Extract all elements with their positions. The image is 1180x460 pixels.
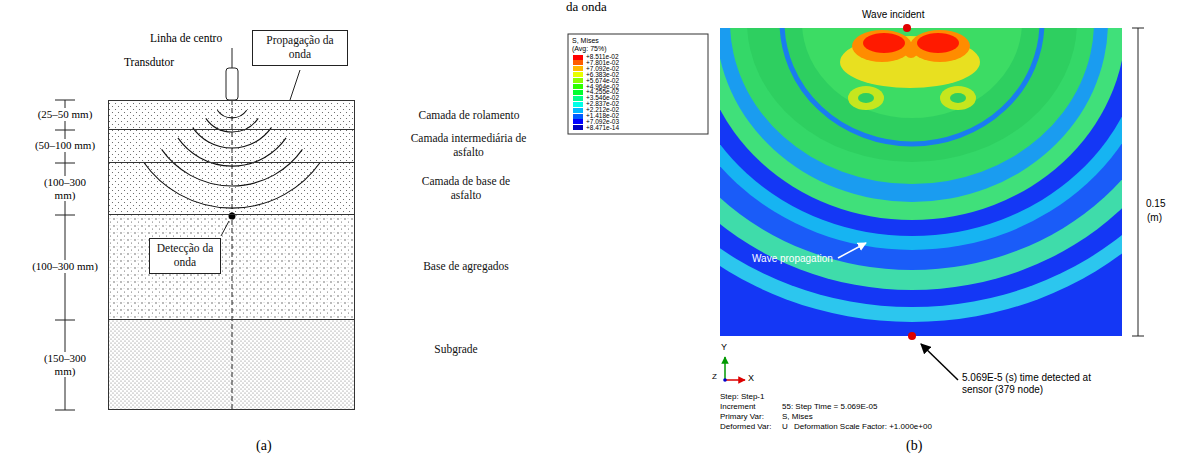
callout-box: Detecção da onda	[149, 238, 221, 274]
status-text: U	[782, 422, 788, 431]
status-text: Step: Step-1	[720, 392, 764, 401]
status-text: 55: Step Time = 5.069E-05	[782, 402, 877, 411]
dimension-label: (100–300 mm)	[38, 176, 92, 201]
caption-fragment: da onda	[566, 0, 607, 15]
legend-swatch	[573, 66, 583, 71]
dimension-label: (25–50 mm)	[30, 108, 100, 121]
dimension-label: (50–100 mm)	[26, 139, 104, 152]
pavement-layer: Camada intermediária de asfalto	[108, 130, 355, 163]
part-label: Linha de centro	[150, 32, 222, 45]
legend-frame	[568, 34, 708, 134]
pavement-layer: Base de agregadosDetecção da onda	[108, 215, 355, 320]
legend-swatch	[573, 96, 583, 101]
part-label: Transdutor	[124, 56, 174, 69]
legend-swatch	[573, 84, 583, 89]
annotation: Wave propagation	[752, 253, 833, 265]
legend-value: +8.471e-14	[586, 125, 619, 131]
legend-swatch	[573, 60, 583, 65]
leader-line	[290, 70, 300, 100]
axis-triad	[723, 378, 727, 382]
dimension-label: 0.15	[1146, 198, 1165, 210]
stress-contours	[720, 28, 1122, 322]
layer-name: Camada intermediária de asfalto	[406, 131, 531, 160]
leader-line	[221, 221, 229, 236]
layer-name: Base de agregados	[411, 259, 521, 273]
callout-text: Propagação da onda	[257, 34, 343, 62]
wave-arcs	[144, 110, 321, 208]
pavement-layer: Camada de rolamento	[108, 100, 355, 130]
legend-swatch	[573, 108, 583, 113]
height-dimension	[1132, 28, 1144, 336]
dimension-label: (100–300 mm)	[24, 260, 106, 273]
dimension-label: (m)	[1147, 212, 1162, 224]
status-text: Increment	[720, 402, 756, 411]
pavement-layer: Subgrade	[108, 320, 355, 410]
dimension-label: (150–300 mm)	[38, 352, 92, 377]
legend-swatch	[573, 72, 583, 77]
axis-label: X	[748, 373, 754, 383]
axis-triad	[724, 357, 726, 380]
transducer-symbol	[226, 68, 238, 100]
panel-label: (a)	[256, 438, 272, 454]
detection-point	[229, 213, 236, 220]
layer-name: Subgrade	[411, 342, 501, 356]
callout-text: Detecção da onda	[154, 242, 216, 270]
axis-label: Y	[721, 342, 727, 352]
callout-box: Propagação da onda	[252, 30, 348, 66]
legend-swatch	[573, 119, 583, 124]
status-text: Deformed Var:	[720, 422, 771, 431]
annotation: 5.069E-5 (s) time detected at sensor (37…	[962, 372, 1112, 395]
legend-swatch	[573, 102, 583, 107]
layer-name: Camada de rolamento	[409, 108, 529, 122]
pavement-layer: Camada de base de asfalto	[108, 163, 355, 215]
center-line	[232, 100, 233, 410]
legend-swatch	[573, 114, 583, 119]
axis-label: Z	[712, 372, 717, 381]
axis-triad	[725, 379, 745, 381]
sensor-arrow	[921, 344, 958, 380]
sensor-point	[908, 332, 916, 340]
status-text: S, Mises	[782, 412, 813, 421]
legend-title: (Avg: 75%)	[572, 45, 607, 53]
center-line	[232, 48, 233, 68]
legend-swatch	[573, 55, 583, 60]
legend-title: S, Mises	[572, 37, 599, 45]
status-text: Primary Var:	[720, 412, 764, 421]
legend-swatch	[573, 90, 583, 95]
panel-label: (b)	[906, 438, 922, 454]
annotation: Wave incident	[862, 9, 924, 21]
legend-swatch	[573, 125, 583, 130]
incident-point	[903, 24, 911, 32]
propagation-arrow	[838, 243, 866, 258]
status-text: Deformation Scale Factor: +1.000e+00	[794, 422, 932, 431]
legend-swatch	[573, 78, 583, 83]
layer-name: Camada de base de asfalto	[406, 174, 526, 203]
